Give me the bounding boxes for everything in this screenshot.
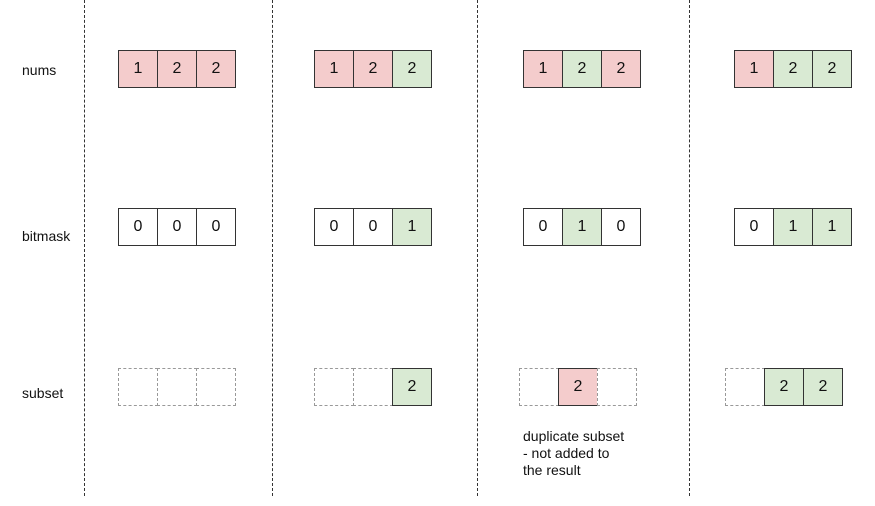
bitmask-cell: 0 — [157, 208, 197, 246]
divider-1 — [84, 0, 85, 496]
bitmask-cell: 0 — [118, 208, 158, 246]
bitmask-cell: 1 — [562, 208, 602, 246]
subset-cell — [118, 368, 158, 406]
bitmask-cell: 0 — [523, 208, 563, 246]
bitmask-cell: 0 — [601, 208, 641, 246]
subset-cell: 2 — [392, 368, 432, 406]
bitmask-cell: 0 — [734, 208, 774, 246]
nums-cell: 1 — [314, 50, 354, 88]
subset-cell: 2 — [764, 368, 804, 406]
divider-4 — [689, 0, 690, 496]
subset-array-2: 2 — [314, 368, 432, 406]
bitmask-cell: 1 — [392, 208, 432, 246]
bitmask-cell: 0 — [314, 208, 354, 246]
subset-cell: 2 — [558, 368, 598, 406]
subset-cell: 2 — [803, 368, 843, 406]
nums-cell: 2 — [773, 50, 813, 88]
label-bitmask: bitmask — [22, 228, 71, 244]
nums-cell: 2 — [196, 50, 236, 88]
nums-cell: 2 — [353, 50, 393, 88]
nums-cell: 2 — [562, 50, 602, 88]
subset-cell — [314, 368, 354, 406]
note-line-3: the result — [523, 462, 581, 478]
bitmask-cell: 0 — [353, 208, 393, 246]
bitmask-cell: 1 — [812, 208, 852, 246]
subset-cell — [196, 368, 236, 406]
subset-array-1 — [118, 368, 236, 406]
subset-cell — [597, 368, 637, 406]
nums-cell: 2 — [392, 50, 432, 88]
nums-cell: 1 — [118, 50, 158, 88]
nums-cell: 2 — [157, 50, 197, 88]
label-nums: nums — [22, 62, 57, 78]
divider-2 — [272, 0, 273, 496]
subset-cell — [157, 368, 197, 406]
subset-cell — [519, 368, 559, 406]
duplicate-note: duplicate subset - not added to the resu… — [523, 428, 624, 479]
nums-cell: 1 — [523, 50, 563, 88]
label-subset: subset — [22, 385, 64, 401]
nums-cell: 1 — [734, 50, 774, 88]
nums-cell: 2 — [601, 50, 641, 88]
subset-array-3: 2 — [519, 368, 637, 406]
bitmask-cell: 1 — [773, 208, 813, 246]
subset-cell — [353, 368, 393, 406]
note-line-1: duplicate subset — [523, 428, 625, 444]
divider-3 — [477, 0, 478, 496]
note-line-2: - not added to — [523, 445, 610, 461]
bitmask-cell: 0 — [196, 208, 236, 246]
nums-cell: 2 — [812, 50, 852, 88]
subset-cell — [725, 368, 765, 406]
